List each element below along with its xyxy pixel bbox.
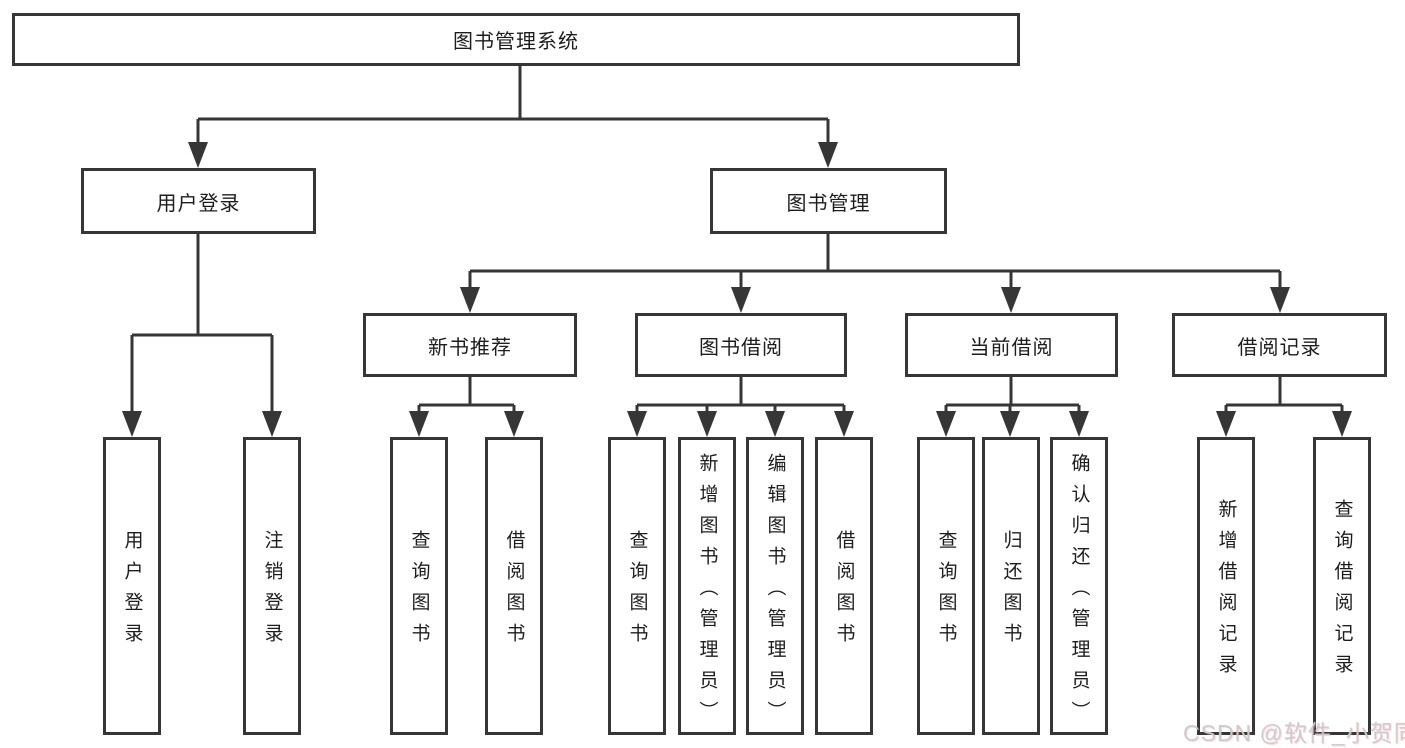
node-label: 查询图书 <box>408 530 430 654</box>
node-label: 借阅图书 <box>833 530 855 654</box>
arrowhead <box>1000 411 1020 437</box>
arrowhead <box>504 411 524 437</box>
node-book-borrow: 图书借阅 <box>635 313 847 377</box>
node-leaf-confirm-return-admin: 确认归还（管理员） <box>1050 437 1108 735</box>
connector-book-borrow-to-leaves <box>635 377 846 417</box>
node-leaf-add-book-admin: 新增图书（管理员） <box>678 437 736 735</box>
node-label: 用户登录 <box>156 192 241 215</box>
arrowhead <box>409 411 429 437</box>
node-label: 新增图书（管理员） <box>696 452 718 732</box>
arrowhead <box>936 411 956 437</box>
arrowhead <box>460 287 480 313</box>
arrowhead <box>765 411 785 437</box>
arrowhead <box>834 411 854 437</box>
node-label: 借阅记录 <box>1237 336 1322 359</box>
arrowhead <box>122 411 142 437</box>
connector-user-login-to-leaves <box>130 234 274 417</box>
arrowhead <box>1270 287 1290 313</box>
connector-book-mgmt-to-level3 <box>468 234 1282 293</box>
node-leaf-borrow-book-2: 借阅图书 <box>815 437 873 735</box>
node-label: 查询图书 <box>935 530 957 654</box>
arrowhead <box>262 411 282 437</box>
arrowhead <box>1332 411 1352 437</box>
connector-new-book-to-leaves <box>417 377 516 417</box>
csdn-watermark: CSDN @软件_小贺同学 <box>1183 720 1405 746</box>
node-leaf-user-login: 用户登录 <box>103 437 161 735</box>
node-book-management: 图书管理 <box>710 168 947 234</box>
node-leaf-add-borrow-record: 新增借阅记录 <box>1197 437 1255 735</box>
node-leaf-query-book-1: 查询图书 <box>390 437 448 735</box>
node-label: 新书推荐 <box>428 336 512 359</box>
node-label: 当前借阅 <box>969 336 1054 359</box>
node-label: 图书借阅 <box>699 336 783 359</box>
node-leaf-logout: 注销登录 <box>243 437 301 735</box>
arrowhead <box>627 411 647 437</box>
node-user-login: 用户登录 <box>81 168 316 234</box>
node-label: 图书管理系统 <box>453 31 579 53</box>
node-label: 查询借阅记录 <box>1331 499 1353 685</box>
node-leaf-query-borrow-record: 查询借阅记录 <box>1313 437 1371 735</box>
arrowheads <box>122 142 1352 437</box>
arrowhead <box>1069 411 1089 437</box>
node-label: 注销登录 <box>261 530 283 654</box>
node-label: 查询图书 <box>626 530 648 654</box>
node-new-book-recommend: 新书推荐 <box>363 313 577 377</box>
node-leaf-edit-book-admin: 编辑图书（管理员） <box>746 437 804 735</box>
node-label: 新增借阅记录 <box>1215 499 1237 685</box>
node-label: 借阅图书 <box>503 530 525 654</box>
arrowhead <box>731 287 751 313</box>
connector-borrow-record-to-leaves <box>1224 377 1344 417</box>
node-leaf-query-book-2: 查询图书 <box>608 437 666 735</box>
node-current-borrow: 当前借阅 <box>905 313 1118 377</box>
node-label: 用户登录 <box>121 530 143 654</box>
node-borrow-record: 借阅记录 <box>1172 313 1387 377</box>
arrowhead <box>188 142 208 168</box>
node-leaf-return-book: 归还图书 <box>982 437 1040 735</box>
node-label: 图书管理 <box>786 192 871 215</box>
node-label: 编辑图书（管理员） <box>764 452 786 732</box>
node-label: 归还图书 <box>1000 530 1022 654</box>
arrowhead <box>818 142 838 168</box>
connector-root-to-level2 <box>196 66 830 148</box>
node-leaf-query-book-3: 查询图书 <box>917 437 975 735</box>
arrowhead <box>1216 411 1236 437</box>
arrowhead <box>697 411 717 437</box>
arrowhead <box>1001 287 1021 313</box>
node-root-system: 图书管理系统 <box>12 13 1020 66</box>
node-label: 确认归还（管理员） <box>1068 452 1090 732</box>
node-leaf-borrow-book-1: 借阅图书 <box>485 437 543 735</box>
